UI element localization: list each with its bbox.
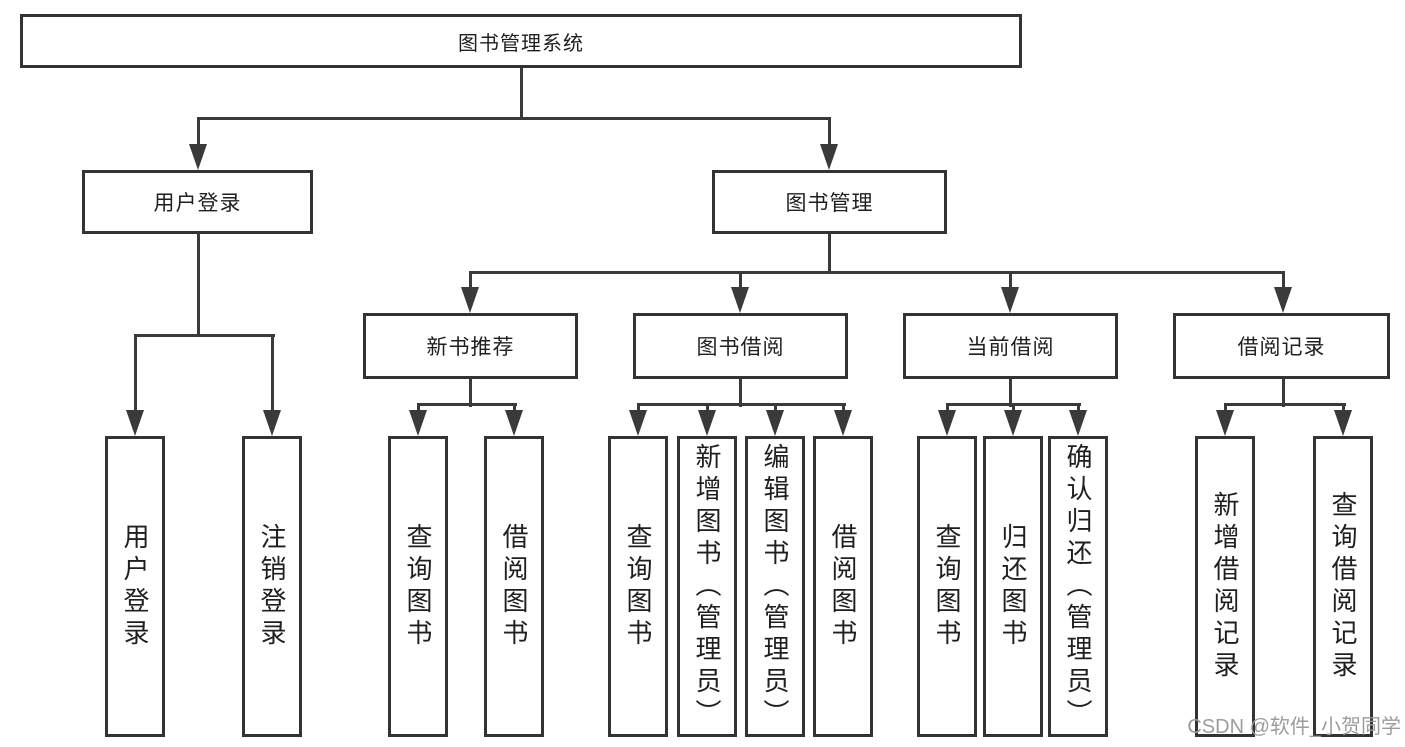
node-label: 借阅图书 xyxy=(499,522,529,651)
connector-line xyxy=(1077,403,1080,413)
connector-line xyxy=(469,271,472,291)
node-label: 新增图书（管理员） xyxy=(692,442,722,731)
node-user-login: 用户登录 xyxy=(82,170,313,234)
node-label: 查询借阅记录 xyxy=(1328,490,1358,683)
arrow-down-icon xyxy=(1274,287,1292,313)
arrow-down-icon xyxy=(1001,287,1019,313)
arrow-down-icon xyxy=(409,410,427,436)
connector-line xyxy=(828,234,831,274)
connector-line xyxy=(197,117,831,120)
connector-line xyxy=(1012,403,1015,413)
node-label: 编辑图书（管理员） xyxy=(760,442,790,731)
node-label: 用户登录 xyxy=(153,192,242,215)
connector-line xyxy=(197,233,200,337)
connector-line xyxy=(134,334,137,412)
leaf-query-books-2: 查询图书 xyxy=(608,436,668,737)
connector-line xyxy=(469,378,472,407)
leaf-query-borrow-record: 查询借阅记录 xyxy=(1313,436,1373,737)
connector-line xyxy=(520,68,523,118)
leaf-borrow-books-2: 借阅图书 xyxy=(813,436,873,737)
connector-line xyxy=(271,334,274,412)
node-borrowing-records: 借阅记录 xyxy=(1173,313,1390,379)
connector-line xyxy=(774,403,777,413)
connector-line xyxy=(1282,271,1285,291)
csdn-watermark: CSDN @软件_小贺同学 xyxy=(1187,716,1401,738)
connector-line xyxy=(842,403,845,413)
connector-line xyxy=(1009,271,1012,291)
arrow-down-icon xyxy=(126,410,144,436)
connector-line xyxy=(417,403,517,406)
leaf-add-books-admin: 新增图书（管理员） xyxy=(677,436,737,737)
arrow-down-icon xyxy=(938,410,956,436)
node-label: 用户登录 xyxy=(120,522,150,651)
node-label: 注销登录 xyxy=(257,522,287,651)
connector-line xyxy=(946,403,949,413)
node-label: 归还图书 xyxy=(998,522,1028,651)
node-label: 当前借阅 xyxy=(966,336,1055,359)
arrow-down-icon xyxy=(834,410,852,436)
connector-line xyxy=(1282,378,1285,407)
leaf-return-books: 归还图书 xyxy=(983,436,1043,737)
leaf-query-books-1: 查询图书 xyxy=(388,436,448,737)
leaf-edit-books-admin: 编辑图书（管理员） xyxy=(745,436,805,737)
node-new-book-recommend: 新书推荐 xyxy=(363,313,578,379)
connector-line xyxy=(197,117,200,147)
connector-line xyxy=(739,271,742,291)
node-library-management-system: 图书管理系统 xyxy=(20,14,1022,68)
connector-line xyxy=(417,403,420,413)
node-book-management: 图书管理 xyxy=(712,170,947,234)
node-current-borrowing: 当前借阅 xyxy=(903,313,1118,379)
connector-line xyxy=(637,403,846,406)
node-label: 新书推荐 xyxy=(426,336,515,359)
connector-line xyxy=(1009,378,1012,407)
node-book-borrowing: 图书借阅 xyxy=(633,313,848,379)
node-label: 查询图书 xyxy=(623,522,653,651)
node-label: 新增借阅记录 xyxy=(1210,490,1240,683)
arrow-down-icon xyxy=(1216,410,1234,436)
connector-line xyxy=(134,334,275,337)
node-label: 图书管理 xyxy=(785,192,874,215)
leaf-add-borrow-record: 新增借阅记录 xyxy=(1195,436,1255,737)
connector-line xyxy=(469,271,1285,274)
connector-line xyxy=(706,403,709,413)
connector-line xyxy=(1342,403,1345,413)
connector-line xyxy=(828,117,831,147)
arrow-down-icon xyxy=(766,410,784,436)
node-label: 图书借阅 xyxy=(696,336,785,359)
arrow-down-icon xyxy=(1334,410,1352,436)
connector-line xyxy=(739,378,742,407)
node-label: 图书管理系统 xyxy=(458,32,584,55)
node-label: 确认归还（管理员） xyxy=(1063,442,1093,731)
connector-line xyxy=(513,403,516,413)
arrow-down-icon xyxy=(698,410,716,436)
arrow-down-icon xyxy=(820,144,838,170)
leaf-borrow-books-1: 借阅图书 xyxy=(484,436,544,737)
node-label: 借阅图书 xyxy=(828,522,858,651)
arrow-down-icon xyxy=(505,410,523,436)
arrow-down-icon xyxy=(1004,410,1022,436)
arrow-down-icon xyxy=(189,144,207,170)
leaf-user-login: 用户登录 xyxy=(105,436,165,737)
node-label: 查询图书 xyxy=(403,522,433,651)
arrow-down-icon xyxy=(731,287,749,313)
connector-line xyxy=(637,403,640,413)
connector-line xyxy=(1224,403,1227,413)
arrow-down-icon xyxy=(263,410,281,436)
arrow-down-icon xyxy=(1069,410,1087,436)
leaf-query-books-3: 查询图书 xyxy=(917,436,977,737)
connector-line xyxy=(1224,403,1346,406)
arrow-down-icon xyxy=(461,287,479,313)
leaf-confirm-return-admin: 确认归还（管理员） xyxy=(1048,436,1108,737)
arrow-down-icon xyxy=(629,410,647,436)
node-label: 查询图书 xyxy=(932,522,962,651)
leaf-logout: 注销登录 xyxy=(242,436,302,737)
node-label: 借阅记录 xyxy=(1237,336,1326,359)
